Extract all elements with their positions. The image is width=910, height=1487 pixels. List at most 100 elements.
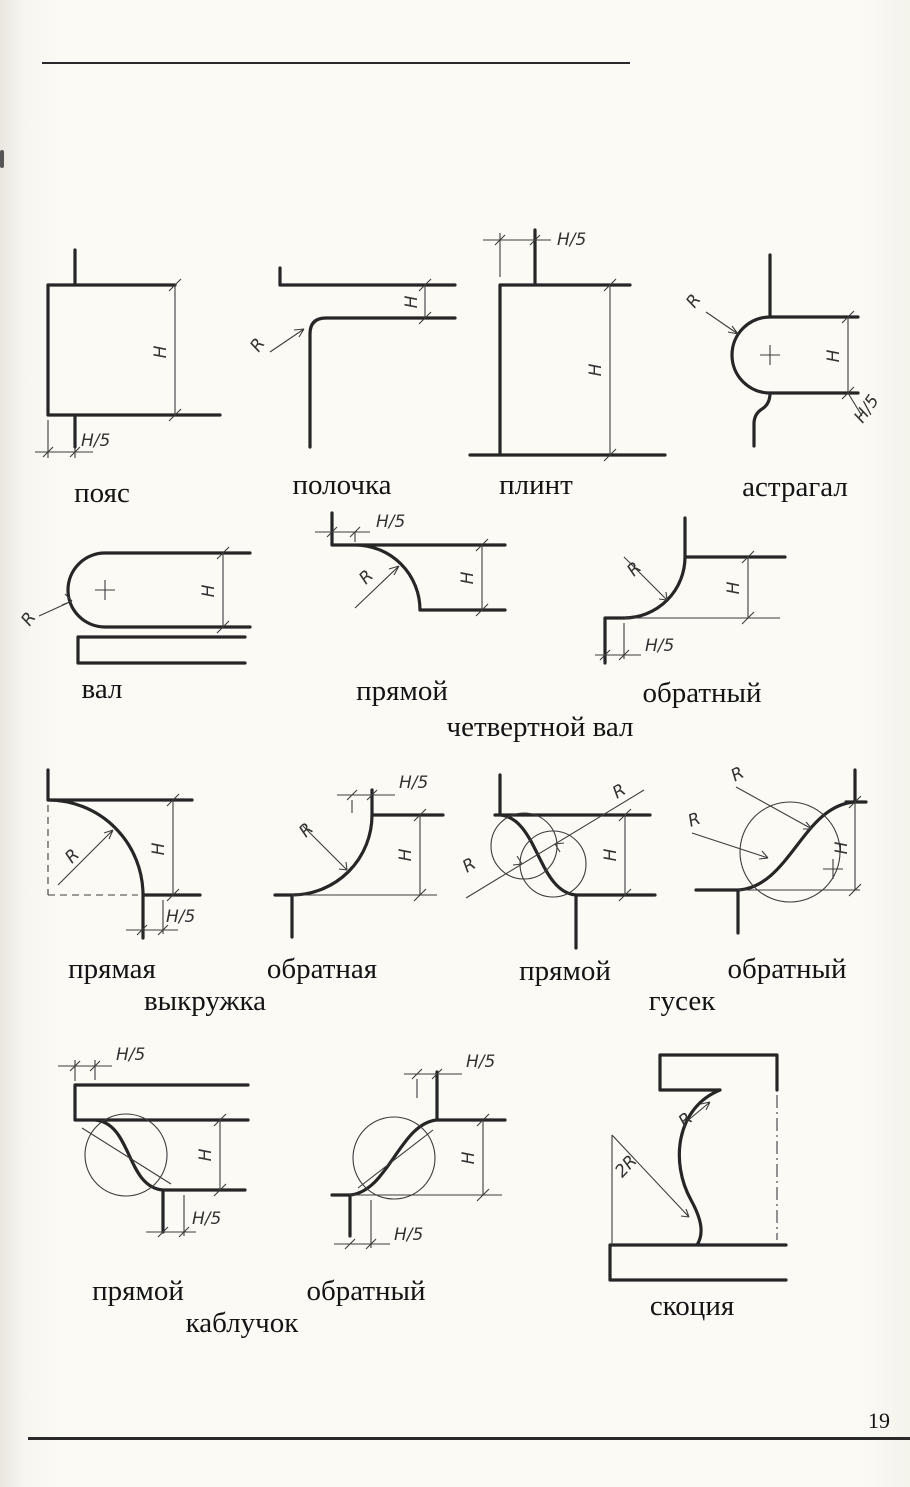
caption-kabluchok-direct: прямой bbox=[92, 1275, 184, 1307]
cavetto-direct-construction bbox=[47, 805, 138, 896]
top-rule bbox=[42, 62, 630, 64]
quarter-reverse-dimensions bbox=[595, 550, 780, 661]
astragal-profile bbox=[730, 253, 860, 448]
caption-scotia: скоция bbox=[649, 1290, 735, 1322]
plint-profile bbox=[468, 228, 667, 457]
page-number: 19 bbox=[868, 1408, 890, 1433]
h5-dim-label: Н/5 bbox=[166, 907, 195, 927]
caption-kabluchok-reverse: обратный bbox=[306, 1275, 426, 1307]
h-dim-label: Н bbox=[724, 581, 744, 594]
quarter-direct-dimensions bbox=[315, 526, 489, 617]
caption-cavetto-group: выкружка bbox=[143, 985, 267, 1017]
scotia-drawing: R 2R bbox=[608, 1053, 788, 1282]
gusek-reverse-profile bbox=[694, 768, 868, 935]
h-dim-label: Н bbox=[601, 848, 621, 861]
cavetto-direct-dimensions bbox=[57, 793, 180, 936]
gusek-direct-profile bbox=[493, 773, 657, 950]
h5-dim-label-bottom: Н/5 bbox=[192, 1209, 221, 1229]
kabluchok-reverse-construction bbox=[350, 1116, 502, 1200]
h-dim-label: Н bbox=[396, 848, 416, 861]
caption-quarter-group: четвертной вал bbox=[446, 711, 634, 743]
bottom-rule bbox=[28, 1437, 910, 1440]
caption-cavetto-reverse: обратная bbox=[266, 953, 378, 985]
r-label: R bbox=[246, 335, 269, 356]
r-label-left: R bbox=[685, 809, 703, 832]
h5-dim-label: Н/5 bbox=[850, 391, 883, 426]
poyas-dimensions bbox=[35, 278, 182, 458]
caption-plint: плинт bbox=[499, 469, 573, 501]
h-dim-label: Н bbox=[586, 363, 606, 376]
val-profile bbox=[66, 551, 252, 665]
scotia-profile bbox=[608, 1053, 788, 1282]
caption-polochka: полочка bbox=[292, 469, 392, 501]
kabluchok-direct-dimensions bbox=[58, 1060, 227, 1238]
caption-astragal: астрагал bbox=[742, 471, 848, 503]
astragal-drawing: R Н Н/5 bbox=[682, 253, 884, 448]
cavetto-reverse-profile bbox=[273, 788, 445, 939]
r-label: R bbox=[17, 609, 40, 630]
plint-drawing: Н/5 Н bbox=[468, 228, 667, 462]
r-label: R bbox=[61, 845, 83, 867]
kabluchok-direct-profile bbox=[73, 1083, 250, 1234]
gusek-reverse-drawing: R R Н bbox=[685, 763, 868, 935]
h5-dim-label-bottom: Н/5 bbox=[394, 1225, 423, 1245]
h-dim-label: Н bbox=[402, 295, 422, 308]
cavetto-direct-drawing: R Н Н/5 bbox=[46, 768, 202, 940]
caption-cavetto-direct: прямая bbox=[68, 953, 156, 985]
cavetto-reverse-drawing: Н Н/5 R bbox=[273, 773, 445, 939]
r-label-top: R bbox=[728, 763, 748, 786]
caption-gusek-direct: прямой bbox=[519, 955, 611, 987]
val-dimensions bbox=[38, 546, 230, 634]
caption-gusek-group: гусек bbox=[648, 985, 716, 1017]
polochka-drawing: Н R bbox=[246, 266, 457, 449]
r-label: R bbox=[295, 819, 317, 841]
r-label-bottom: R bbox=[459, 854, 479, 877]
polochka-dimensions bbox=[269, 278, 432, 353]
caption-gusek-reverse: обратный bbox=[727, 953, 847, 985]
polochka-profile bbox=[278, 266, 457, 449]
cavetto-reverse-dimensions bbox=[292, 789, 437, 902]
caption-kabluchok-group: каблучок bbox=[185, 1307, 299, 1339]
h-dim-label: Н bbox=[199, 584, 219, 597]
h-dim-label: Н bbox=[459, 1151, 479, 1164]
h5-dim-label: Н/5 bbox=[399, 773, 428, 793]
h5-dim-label: Н/5 bbox=[557, 230, 586, 250]
gusek-reverse-construction bbox=[691, 786, 860, 903]
quarter-round-direct-drawing: Н/5 Н R bbox=[315, 511, 507, 617]
h-dim-label: Н bbox=[458, 571, 478, 584]
caption-quarter-reverse: обратный bbox=[642, 677, 762, 709]
gusek-direct-construction bbox=[465, 789, 645, 899]
cavetto-direct-profile bbox=[46, 768, 202, 940]
h-dim-label: Н bbox=[832, 841, 852, 854]
r2-label: 2R bbox=[611, 1151, 641, 1181]
kabluchok-reverse-profile bbox=[330, 1070, 507, 1238]
poyas-profile bbox=[46, 248, 222, 449]
quarter-round-reverse-drawing: Н Н/5 R bbox=[595, 516, 787, 665]
h5-dim-label-top: Н/5 bbox=[116, 1045, 145, 1065]
scan-artifact bbox=[0, 150, 4, 168]
caption-quarter-direct: прямой bbox=[356, 675, 448, 707]
r-label: R bbox=[355, 566, 377, 588]
caption-val: вал bbox=[81, 673, 123, 705]
plint-dimensions bbox=[483, 233, 617, 462]
quarter-reverse-profile bbox=[603, 516, 787, 665]
h5-dim-label: Н/5 bbox=[376, 512, 405, 532]
kabluchok-direct-drawing: Н/5 Н Н/5 bbox=[58, 1045, 250, 1238]
r-label: R bbox=[682, 291, 705, 312]
gusek-direct-dimensions bbox=[618, 808, 632, 902]
kabluchok-reverse-dimensions bbox=[334, 1068, 490, 1250]
kabluchok-direct-construction bbox=[81, 1113, 172, 1197]
quarter-direct-profile bbox=[330, 511, 507, 612]
gusek-reverse-dimensions bbox=[848, 795, 862, 897]
h-dim-label: Н bbox=[196, 1148, 216, 1161]
h-dim-label: Н bbox=[151, 345, 171, 358]
gusek-direct-drawing: R R Н bbox=[459, 773, 657, 950]
r-label: R bbox=[623, 558, 645, 580]
r-label-top: R bbox=[609, 780, 629, 803]
poyas-drawing: Н Н/5 bbox=[35, 248, 222, 458]
h-dim-label: Н bbox=[149, 842, 169, 855]
h-dim-label: Н bbox=[824, 349, 844, 362]
h5-dim-label-top: Н/5 bbox=[466, 1052, 495, 1072]
kabluchok-reverse-drawing: Н/5 Н Н/5 bbox=[330, 1052, 507, 1250]
